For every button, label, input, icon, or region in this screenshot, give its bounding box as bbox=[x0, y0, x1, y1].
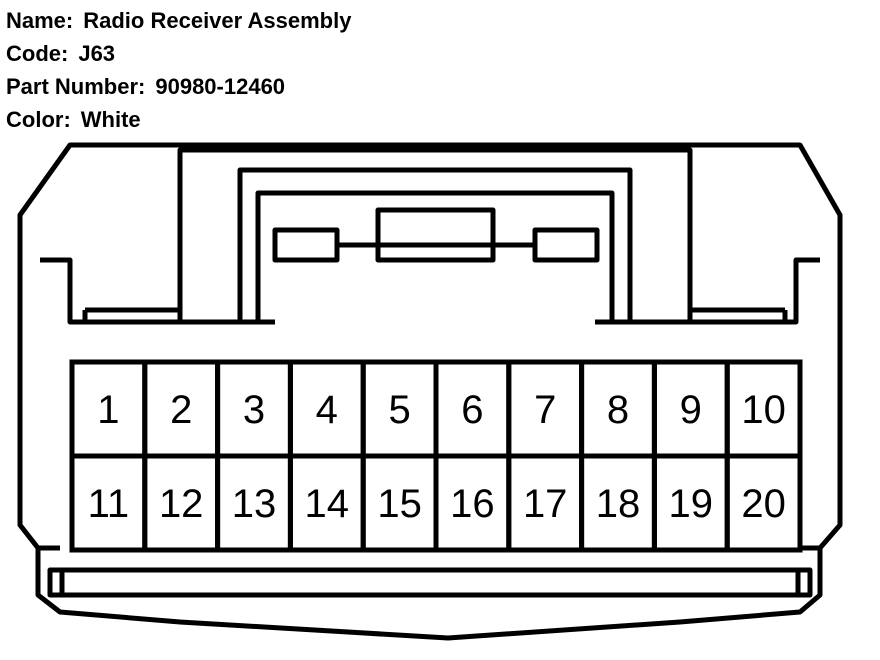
connector-info: Name: Radio Receiver Assembly Code: J63 Pa… bbox=[6, 4, 351, 136]
latch-block bbox=[177, 147, 693, 322]
name-label: Name: bbox=[6, 8, 74, 33]
latch-tab-left bbox=[272, 227, 340, 263]
pin-number-6: 6 bbox=[461, 388, 483, 432]
pin-number-20: 20 bbox=[741, 482, 786, 526]
code-label: Code: bbox=[6, 41, 69, 66]
pin-number-3: 3 bbox=[243, 388, 265, 432]
pin-number-13: 13 bbox=[232, 482, 277, 526]
pin-number-12: 12 bbox=[159, 482, 204, 526]
pin-number-14: 14 bbox=[305, 482, 350, 526]
color-row: Color: White bbox=[6, 103, 351, 136]
color-label: Color: bbox=[6, 107, 71, 132]
pin-number-1: 1 bbox=[97, 388, 119, 432]
pin-number-7: 7 bbox=[534, 388, 556, 432]
housing-outline bbox=[17, 142, 843, 641]
pin-number-10: 10 bbox=[741, 388, 786, 432]
pin-number-4: 4 bbox=[316, 388, 338, 432]
bottom-rail bbox=[47, 567, 813, 598]
pin-number-2: 2 bbox=[170, 388, 192, 432]
code-value: J63 bbox=[78, 41, 116, 66]
pin-number-8: 8 bbox=[607, 388, 629, 432]
name-row: Name: Radio Receiver Assembly bbox=[6, 4, 351, 37]
pin-number-16: 16 bbox=[450, 482, 495, 526]
pin-number-11: 11 bbox=[88, 482, 130, 526]
latch-inner-frame bbox=[255, 190, 615, 322]
part-number-row: Part Number: 90980-12460 bbox=[6, 70, 351, 103]
color-value: White bbox=[80, 107, 141, 132]
pin-number-15: 15 bbox=[377, 482, 422, 526]
pin-number-9: 9 bbox=[680, 388, 702, 432]
part-number-label: Part Number: bbox=[6, 74, 146, 99]
code-row: Code: J63 bbox=[6, 37, 351, 70]
latch-frame bbox=[237, 167, 633, 322]
connector-housing bbox=[17, 142, 843, 641]
part-number-value: 90980-12460 bbox=[155, 74, 286, 99]
pin-number-17: 17 bbox=[523, 482, 568, 526]
name-value: Radio Receiver Assembly bbox=[83, 8, 352, 33]
latch-tab-center bbox=[375, 207, 496, 263]
latch-tab-right bbox=[532, 227, 600, 263]
pin-cavity-20 bbox=[724, 453, 803, 553]
right-shoulder bbox=[595, 257, 820, 325]
left-shoulder bbox=[40, 257, 275, 325]
pin-number-18: 18 bbox=[596, 482, 641, 526]
pin-number-5: 5 bbox=[388, 388, 410, 432]
pin-number-19: 19 bbox=[669, 482, 714, 526]
